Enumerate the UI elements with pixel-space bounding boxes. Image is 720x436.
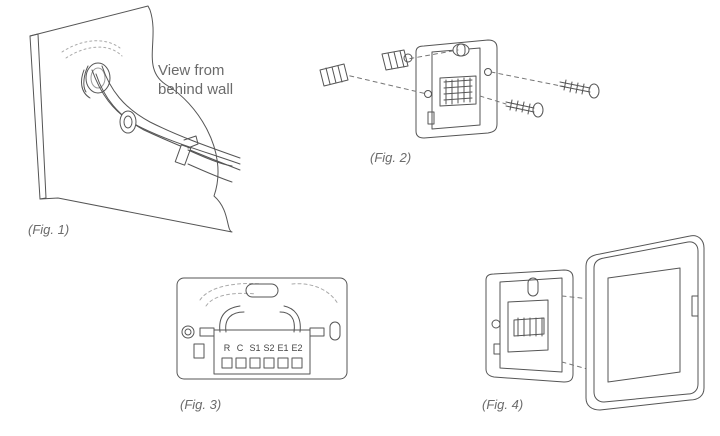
terminal-label-e1: E1 — [277, 343, 288, 353]
fig4-caption: (Fig. 4) — [482, 397, 524, 412]
terminal-label-s1: S1 — [249, 343, 260, 353]
fig1-wall-illustration — [29, 5, 241, 233]
terminal-label-r: R — [224, 343, 231, 353]
fig3-terminal-illustration — [176, 277, 348, 380]
fig2-caption: (Fig. 2) — [370, 150, 412, 165]
fig1-note-line2: behind wall — [158, 81, 234, 98]
wall-hole — [85, 62, 111, 94]
cable-sheath — [187, 149, 233, 183]
thermostat-body — [585, 235, 705, 411]
fig1-caption: (Fig. 1) — [28, 222, 70, 237]
fig4-mount-illustration — [485, 235, 705, 411]
wall-plate-back — [415, 39, 498, 139]
cable-grommet — [119, 110, 137, 134]
fig1-note-line1: View from — [158, 62, 225, 79]
thermostat-screen — [607, 267, 681, 383]
terminal-label-s2: S2 — [263, 343, 274, 353]
wall-edge — [29, 33, 47, 200]
fig2-wallplate-illustration — [319, 39, 600, 139]
fig3-caption: (Fig. 3) — [180, 397, 222, 412]
terminal-screws — [221, 357, 303, 369]
cable-tie — [174, 144, 192, 166]
terminal-label-c: C — [237, 343, 244, 353]
terminal-label-e2: E2 — [291, 343, 302, 353]
